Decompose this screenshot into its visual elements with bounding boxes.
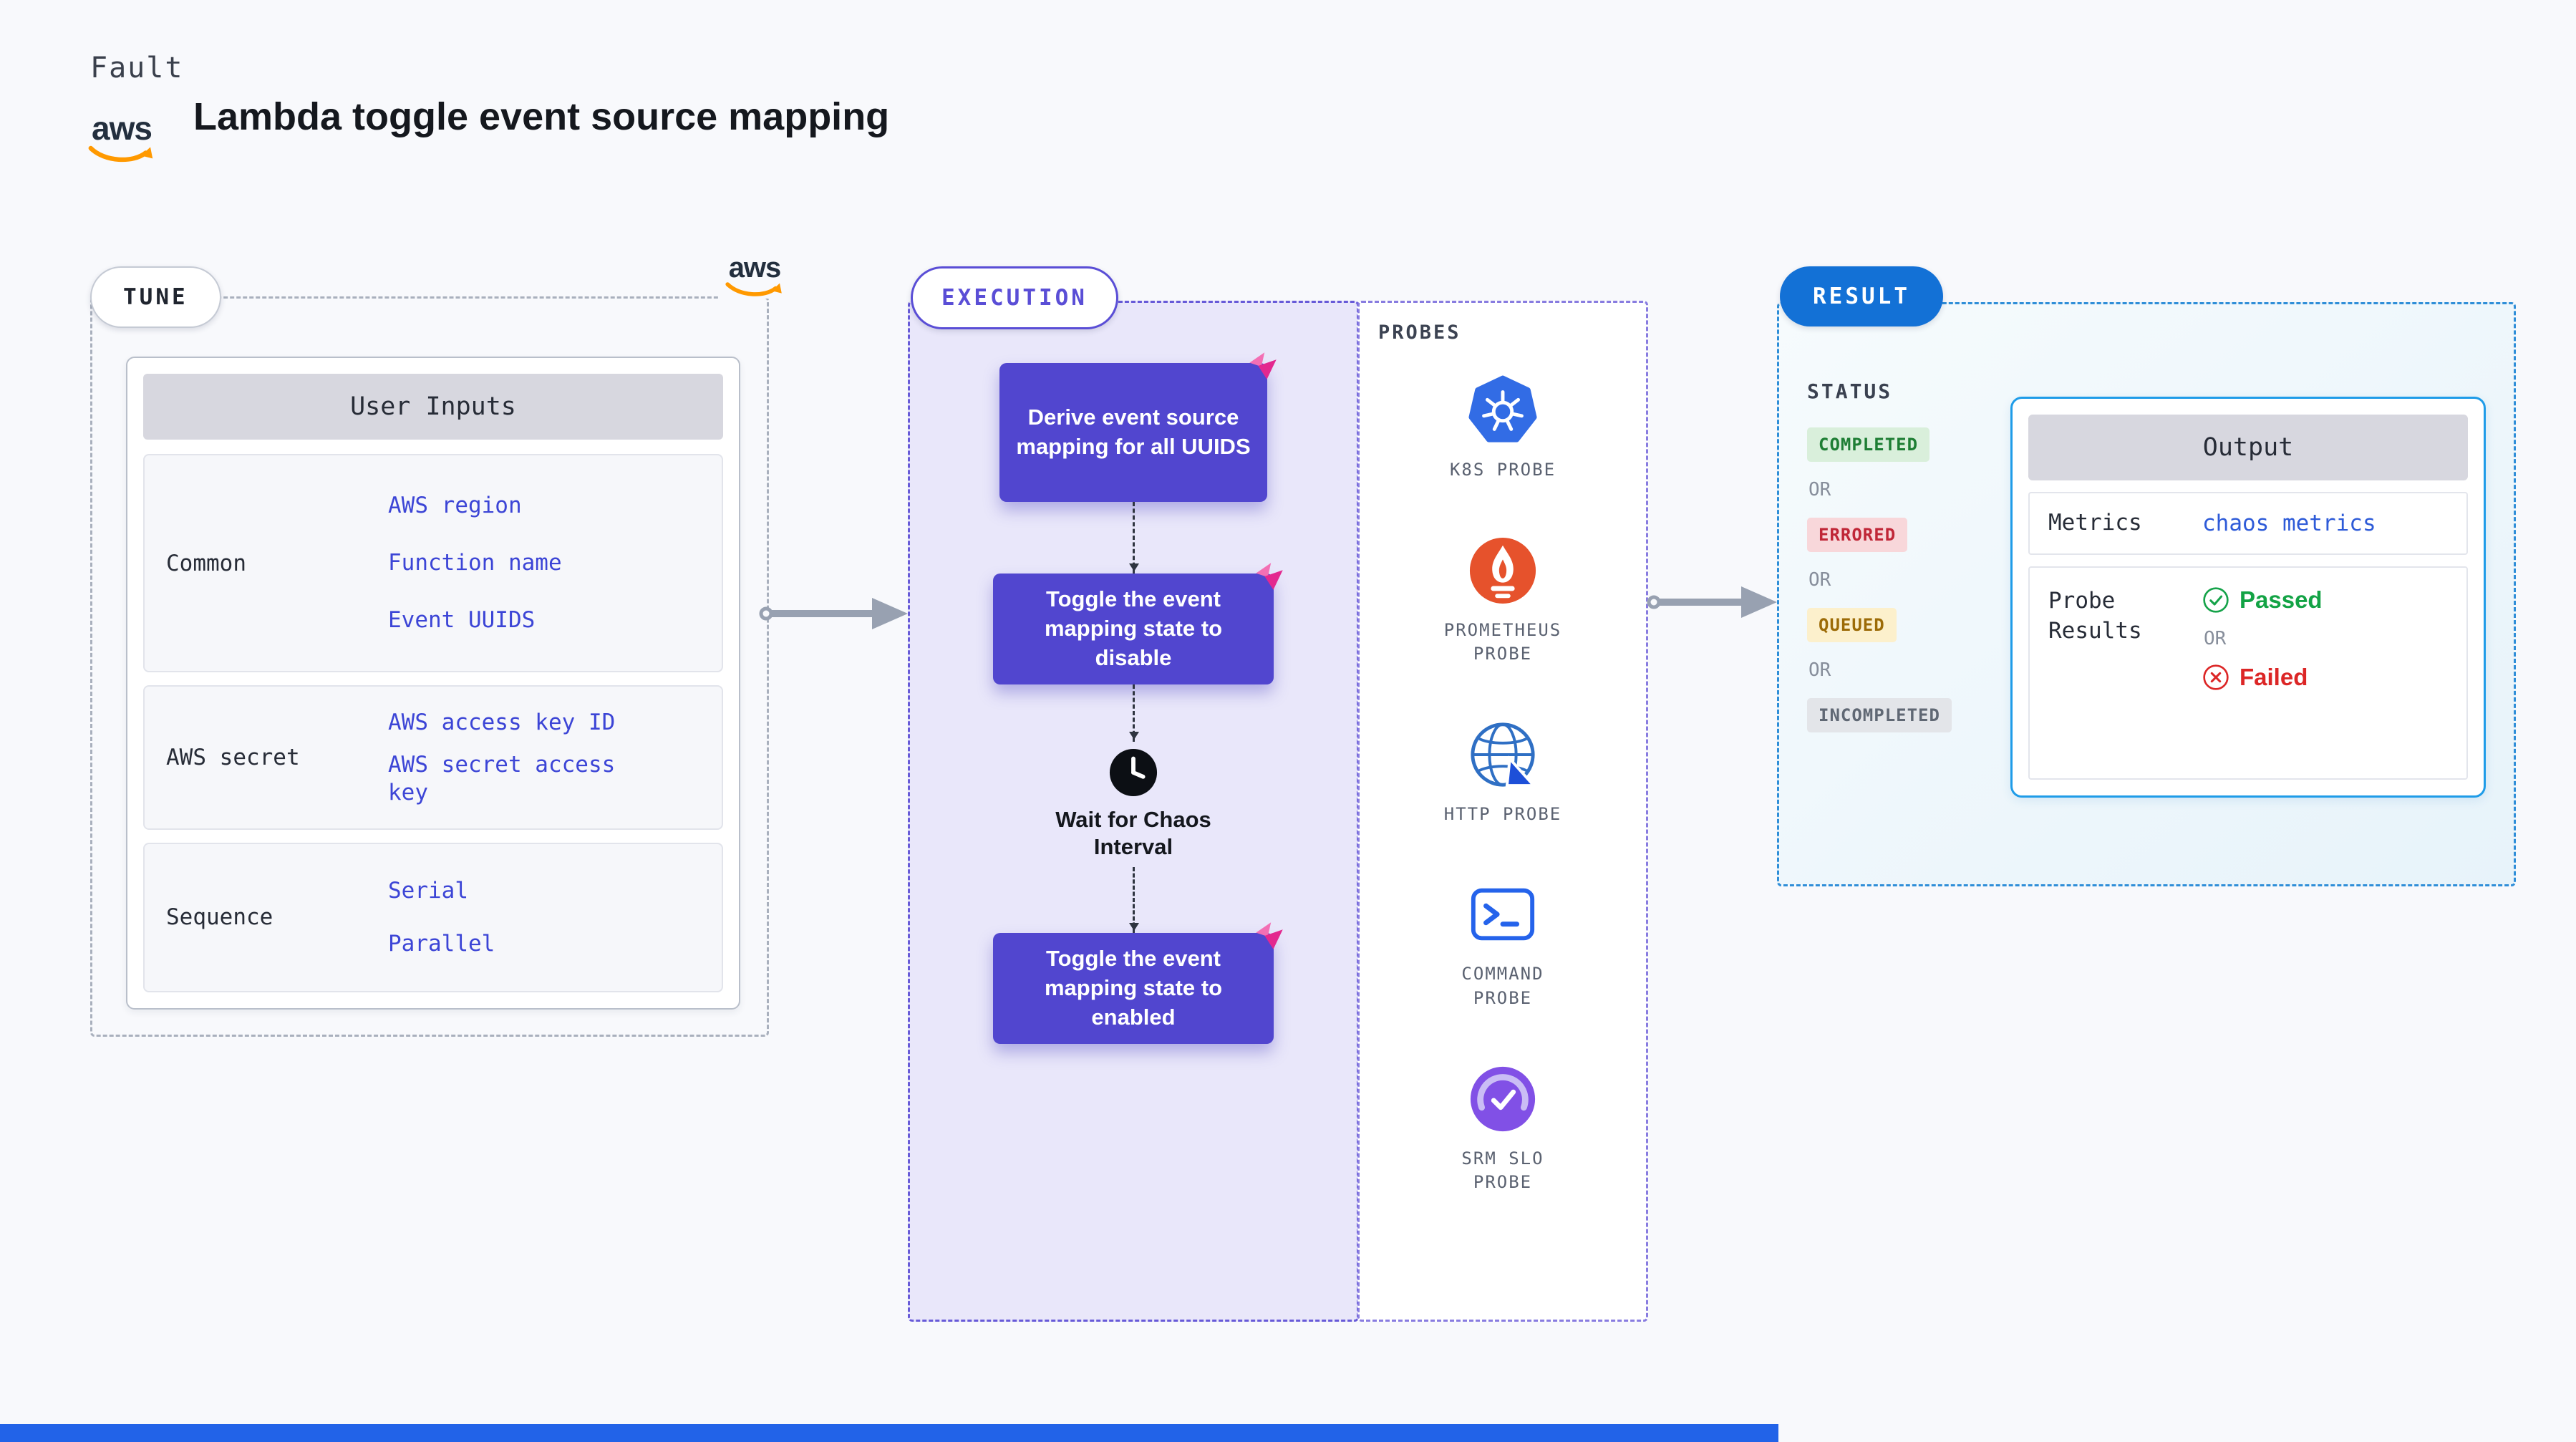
status-column: STATUS COMPLETED OR ERRORED OR QUEUED OR… (1807, 379, 1952, 732)
output-header: Output (2028, 415, 2468, 480)
probe-results-values: Passed OR Failed (2202, 586, 2323, 691)
metrics-label: Metrics (2048, 510, 2142, 536)
table-row-common: Common AWS region Function name Event UU… (143, 454, 723, 673)
user-inputs-card: User Inputs Common AWS region Function n… (126, 357, 740, 1010)
chaos-fault-icon (1249, 352, 1277, 379)
step-toggle-mapping-enable: Toggle the event mapping state to enable… (993, 922, 1283, 1044)
probe-label: HTTP PROBE (1443, 803, 1562, 824)
flow-arrow-tune-to-execution (759, 598, 908, 629)
metrics-row: Metrics chaos metrics (2028, 492, 2468, 555)
output-card: Output Metrics chaos metrics Probe Resul… (2010, 397, 2486, 798)
x-circle-icon (2203, 664, 2229, 690)
serial-link[interactable]: Serial (388, 877, 468, 904)
event-uuids-link[interactable]: Event UUIDS (388, 607, 536, 634)
flow-connector (1128, 502, 1139, 574)
aws-logo-text: aws (728, 252, 782, 284)
aws-logo-tune: aws (719, 252, 790, 299)
passed-line: Passed (2202, 586, 2323, 614)
probe-label: COMMAND PROBE (1461, 964, 1544, 1008)
probe-label: SRM SLO PROBE (1461, 1148, 1544, 1193)
terminal-icon (1471, 889, 1535, 941)
table-row-aws-secret: AWS secret AWS access key ID AWS secret … (143, 685, 723, 830)
wait-label: Wait for Chaos Interval (1055, 806, 1211, 860)
probe-results-row: Probe Results Passed OR Faile (2028, 566, 2468, 780)
row-label: Common (166, 550, 246, 576)
row-links: AWS region Function name Event UUIDS (388, 463, 635, 664)
status-heading: STATUS (1807, 379, 1893, 403)
check-circle-icon (2203, 587, 2229, 613)
probe-srm-slo: SRM SLO PROBE (1436, 1064, 1569, 1195)
status-badge-errored: ERRORED (1807, 518, 1908, 552)
aws-secret-access-key-link[interactable]: AWS secret access key (388, 751, 616, 805)
flow-connector (1128, 867, 1139, 934)
aws-smile-icon (88, 145, 153, 163)
row-links: AWS access key ID AWS secret access key (388, 694, 635, 821)
probes-section-box: PROBES K8S PROBE (1357, 301, 1648, 1322)
globe-icon (1471, 722, 1537, 787)
gauge-icon (1470, 1066, 1536, 1131)
table-row-sequence: Sequence Serial Parallel (143, 842, 723, 992)
passed-label: Passed (2240, 586, 2323, 613)
probes-title: PROBES (1378, 321, 1461, 344)
step-label: Toggle the event mapping state to enable… (1044, 946, 1222, 1030)
tune-badge: TUNE (90, 266, 221, 328)
tune-section-box (90, 296, 769, 1037)
aws-smile-icon (725, 282, 782, 296)
status-badge-completed: COMPLETED (1807, 427, 1930, 462)
page-title: Lambda toggle event source mapping (193, 95, 890, 138)
chaos-metrics-link[interactable]: chaos metrics (2202, 510, 2376, 536)
parallel-link[interactable]: Parallel (388, 931, 495, 957)
aws-region-link[interactable]: AWS region (388, 493, 522, 519)
flow-arrow-execution-to-result (1647, 586, 1777, 618)
probe-label: PROMETHEUS PROBE (1443, 619, 1562, 664)
or-label: OR (2204, 628, 2227, 649)
row-links: Serial Parallel (388, 851, 635, 984)
clock-icon (1109, 748, 1158, 796)
probes-list: K8S PROBE PROMETHEUS PROBE (1360, 375, 1646, 1195)
flow-connector (1128, 684, 1139, 742)
footer-accent-bar (0, 1424, 1778, 1442)
aws-logo-text: aws (92, 110, 152, 147)
kubernetes-icon (1468, 375, 1537, 442)
aws-logo: aws (87, 109, 156, 165)
wait-for-chaos-interval: Wait for Chaos Interval (1044, 747, 1223, 862)
status-badge-incompleted: INCOMPLETED (1807, 698, 1952, 732)
status-badge-queued: QUEUED (1807, 608, 1897, 642)
or-label: OR (1808, 479, 1831, 500)
probe-label: K8S PROBE (1449, 460, 1556, 480)
execution-section-box: Derive event source mapping for all UUID… (908, 301, 1359, 1322)
result-badge: RESULT (1780, 266, 1943, 326)
probe-command: COMMAND PROBE (1436, 879, 1569, 1010)
chaos-fault-icon (1256, 563, 1283, 590)
user-inputs-header: User Inputs (143, 374, 723, 440)
fault-kicker: Fault (90, 52, 184, 84)
function-name-link[interactable]: Function name (388, 550, 562, 576)
failed-label: Failed (2240, 664, 2308, 690)
step-toggle-mapping-disable: Toggle the event mapping state to disabl… (993, 563, 1283, 684)
row-label: AWS secret (166, 745, 300, 771)
aws-access-key-id-link[interactable]: AWS access key ID (388, 709, 616, 735)
execution-badge: EXECUTION (911, 266, 1118, 329)
probe-prometheus: PROMETHEUS PROBE (1436, 536, 1569, 667)
step-label: Derive event source mapping for all UUID… (1016, 405, 1251, 459)
failed-line: Failed (2202, 664, 2323, 691)
or-label: OR (1808, 659, 1831, 681)
row-label: Sequence (166, 904, 273, 931)
prometheus-icon (1469, 537, 1536, 604)
chaos-fault-icon (1256, 922, 1283, 949)
user-inputs-rows: Common AWS region Function name Event UU… (143, 454, 723, 992)
probe-http: HTTP PROBE (1436, 720, 1569, 827)
probe-k8s: K8S PROBE (1436, 375, 1569, 483)
probe-results-label: Probe Results (2048, 588, 2142, 644)
step-derive-event-source-mapping: Derive event source mapping for all UUID… (999, 352, 1277, 502)
or-label: OR (1808, 569, 1831, 591)
step-label: Toggle the event mapping state to disabl… (1044, 586, 1222, 670)
